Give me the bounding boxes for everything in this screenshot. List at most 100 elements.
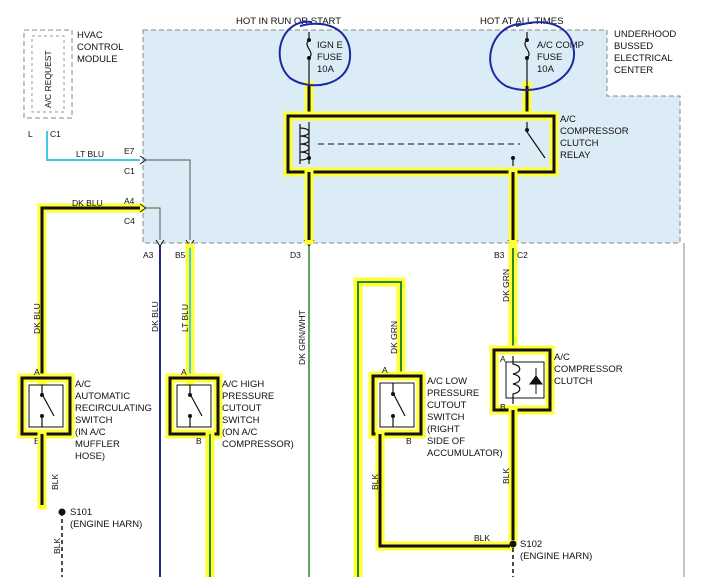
relay-name-4: RELAY <box>560 150 591 161</box>
low-press-switch-inner <box>379 382 415 428</box>
conn-d3: D3 <box>290 250 301 260</box>
hvac-name-2: CONTROL <box>77 42 123 53</box>
hvac-pin-l: L <box>28 129 33 139</box>
lt-blu-wire <box>46 131 140 161</box>
ubec-box <box>142 29 681 244</box>
ubec-name-4: CENTER <box>614 65 653 76</box>
ac-comp-fuse-3: 10A <box>537 64 555 75</box>
high-press-name-1: A/C HIGH <box>222 379 264 390</box>
recirc-name-1: A/C <box>75 379 91 390</box>
high-press-name-5: (ON A/C <box>222 427 258 438</box>
high-press-name-4: SWITCH <box>222 415 260 426</box>
dk-blu-wire <box>40 206 140 380</box>
hvac-name-1: HVAC <box>77 30 103 41</box>
high-press-pin-a: A <box>181 367 187 377</box>
high-press-switch-icon <box>189 385 203 427</box>
relay-box <box>286 114 556 174</box>
conn-a3: A3 <box>143 250 154 260</box>
low-press-name-2: PRESSURE <box>427 388 479 399</box>
ac-comp-fuse-1: A/C COMP <box>537 40 584 51</box>
low-press-name-7: ACCUMULATOR) <box>427 448 503 459</box>
low-press-name-5: (RIGHT <box>427 424 460 435</box>
ac-request-label: A/C REQUEST <box>43 50 53 108</box>
ubec-name-3: ELECTRICAL <box>614 53 673 64</box>
s102-name: S102 <box>520 539 542 550</box>
low-press-name-1: A/C LOW <box>427 376 467 387</box>
low-press-switch-box <box>371 374 423 436</box>
s101-dot <box>58 508 66 516</box>
dk-blu-wire-hl <box>37 203 145 385</box>
hot-run-start-label: HOT IN RUN OR START <box>236 16 341 27</box>
e7-internal-wire <box>146 159 191 240</box>
clutch-diode-icon <box>529 368 543 394</box>
clutch-box <box>492 348 552 412</box>
hvac-pin-c1: C1 <box>50 129 61 139</box>
recirc-name-6: MUFFLER <box>75 439 120 450</box>
conn-c4: C4 <box>124 216 135 226</box>
relay-name-1: A/C <box>560 114 576 125</box>
clutch-pin-b: B <box>500 402 506 412</box>
low-press-name-6: SIDE OF <box>427 436 465 447</box>
low-press-name-3: CUTOUT <box>427 400 467 411</box>
conn-a4: A4 <box>124 196 135 206</box>
blk-recirc-label: BLK <box>50 474 60 490</box>
clutch-coil-icon <box>512 356 521 404</box>
s102-note: (ENGINE HARN) <box>520 551 592 562</box>
dk-grn-b3-label: DK GRN <box>501 269 511 302</box>
high-press-switch-box <box>168 376 220 436</box>
s101-name: S101 <box>70 507 92 518</box>
recirc-pin-a: A <box>34 367 40 377</box>
high-press-switch-inner <box>176 384 212 428</box>
blk-s101-label: BLK <box>52 538 62 554</box>
low-press-name-4: SWITCH <box>427 412 465 423</box>
relay-name-2: COMPRESSOR <box>560 126 629 137</box>
blk-clutch-label: BLK <box>501 468 511 484</box>
ubec-name-1: UNDERHOOD <box>614 29 676 40</box>
recirc-name-7: HOSE) <box>75 451 105 462</box>
clutch-pin-a: A <box>500 354 506 364</box>
lt-blu-v-label: LT BLU <box>180 304 190 332</box>
recirc-switch-icon <box>41 385 55 427</box>
recirc-name-4: SWITCH <box>75 415 113 426</box>
high-press-pin-b: B <box>196 436 202 446</box>
dk-blu-recirc-label: DK BLU <box>32 303 42 334</box>
clutch-inner <box>505 361 545 399</box>
conn-c2: C2 <box>517 250 528 260</box>
relay-coil-icon <box>299 124 310 164</box>
low-press-out <box>378 434 510 548</box>
recirc-name-3: RECIRCULATING <box>75 403 152 414</box>
high-press-name-6: COMPRESSOR) <box>222 439 294 450</box>
ubec-name-2: BUSSED <box>614 41 653 52</box>
ac-comp-fuse-2: FUSE <box>537 52 562 63</box>
low-press-loop <box>357 281 402 577</box>
dk-grn-low-label: DK GRN <box>389 321 399 354</box>
hot-all-times-label: HOT AT ALL TIMES <box>480 16 563 27</box>
clutch-name-1: A/C <box>554 352 570 363</box>
ign-e-fuse-3: 10A <box>317 64 335 75</box>
ign-e-fuse-1: IGN E <box>317 40 343 51</box>
conn-c1: C1 <box>124 166 135 176</box>
a4-internal-wire <box>146 207 161 240</box>
conn-e7: E7 <box>124 146 135 156</box>
conn-b5: B5 <box>175 250 186 260</box>
recirc-pin-b: B <box>34 436 40 446</box>
dk-blu-label: DK BLU <box>72 198 103 208</box>
recirc-switch-inner <box>28 384 64 428</box>
hvac-module-box <box>23 29 73 119</box>
recirc-name-2: AUTOMATIC <box>75 391 130 402</box>
low-press-switch-icon <box>392 383 406 427</box>
low-press-pin-b: B <box>406 436 412 446</box>
ac-comp-pen-circle <box>489 21 576 91</box>
low-press-pin-a: A <box>382 365 388 375</box>
blk-s102-label: BLK <box>474 533 490 543</box>
high-press-name-2: PRESSURE <box>222 391 274 402</box>
high-press-name-3: CUTOUT <box>222 403 262 414</box>
lt-blu-label: LT BLU <box>76 149 104 159</box>
dk-grn-wht-label: DK GRN/WHT <box>297 310 307 365</box>
clutch-name-3: CLUTCH <box>554 376 593 387</box>
recirc-name-5: (IN A/C <box>75 427 106 438</box>
s102-dot <box>509 540 517 548</box>
conn-b3: B3 <box>494 250 505 260</box>
s101-note: (ENGINE HARN) <box>70 519 142 530</box>
